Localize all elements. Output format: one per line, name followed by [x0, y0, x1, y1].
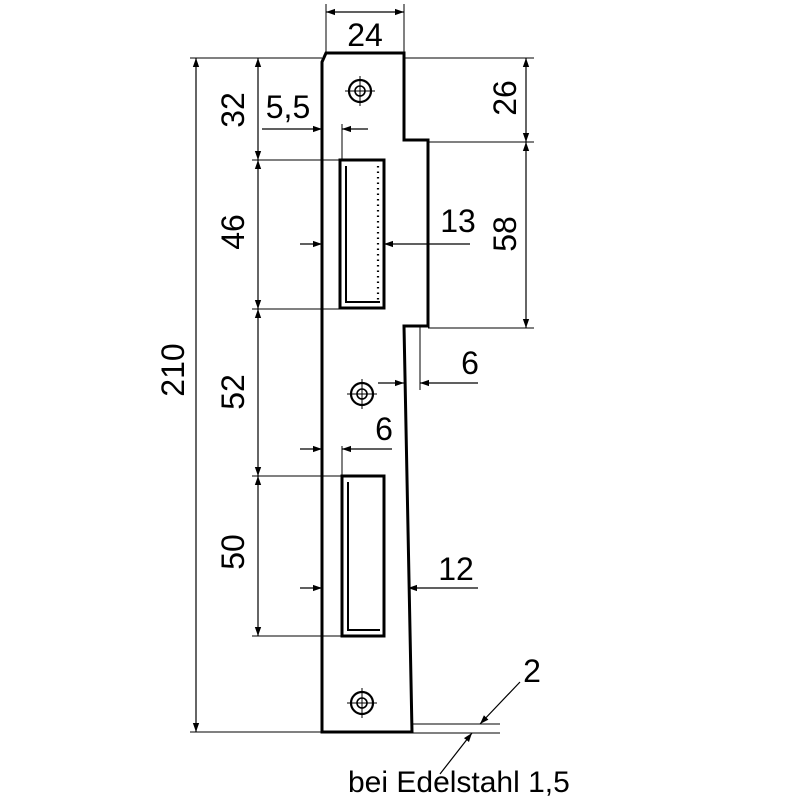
dim-label-slot-one-depth: 13: [440, 203, 476, 239]
dim-label-step-width: 6: [461, 345, 479, 381]
dim-label-slot-two-depth: 12: [438, 551, 474, 587]
lower-slot: [340, 474, 386, 638]
dim-label-thickness: 2: [523, 653, 541, 689]
dim-label-gap-between-slots: 52: [215, 374, 251, 410]
upper-slot: [338, 158, 386, 310]
dim-label-slot-one-height: 46: [215, 214, 251, 250]
stainless-steel-note: bei Edelstahl 1,5: [348, 766, 570, 799]
dim-label-top-to-first-slot: 32: [215, 92, 251, 128]
dimension-lines: [192, 8, 530, 775]
screw-hole-bottom-icon: [347, 688, 377, 718]
screw-hole-top-icon: [345, 76, 375, 106]
dim-label-slot-offset-bottom: 6: [375, 411, 393, 447]
dim-label-step-height: 58: [487, 216, 523, 252]
dim-label-top-to-step: 26: [487, 80, 523, 116]
dim-label-slot-offset-top: 5,5: [266, 89, 310, 125]
screw-hole-middle-icon: [347, 379, 377, 409]
dim-label-overall-height: 210: [155, 343, 191, 396]
dim-label-width-top: 24: [347, 17, 383, 53]
dim-label-slot-two-height: 50: [215, 534, 251, 570]
